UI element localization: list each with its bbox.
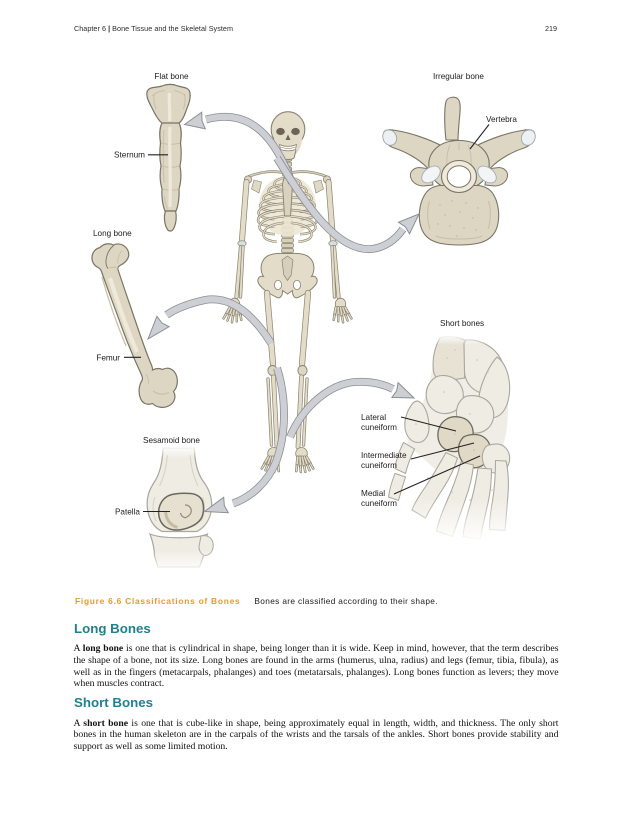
svg-text:cuneiform: cuneiform	[361, 423, 397, 432]
svg-text:Short bones: Short bones	[440, 319, 484, 328]
svg-text:Intermediate: Intermediate	[361, 451, 407, 460]
svg-text:Sesamoid bone: Sesamoid bone	[143, 436, 200, 445]
svg-text:Femur: Femur	[96, 354, 120, 363]
svg-text:Vertebra: Vertebra	[486, 115, 517, 124]
svg-text:Irregular bone: Irregular bone	[433, 72, 484, 81]
svg-text:cuneiform: cuneiform	[361, 461, 397, 470]
svg-text:Flat bone: Flat bone	[154, 72, 189, 81]
svg-text:Patella: Patella	[115, 508, 140, 517]
svg-text:cuneiform: cuneiform	[361, 499, 397, 508]
svg-text:Medial: Medial	[361, 489, 385, 498]
svg-text:Lateral: Lateral	[361, 413, 386, 422]
svg-text:Long bone: Long bone	[93, 229, 132, 238]
svg-text:Sternum: Sternum	[114, 151, 145, 160]
